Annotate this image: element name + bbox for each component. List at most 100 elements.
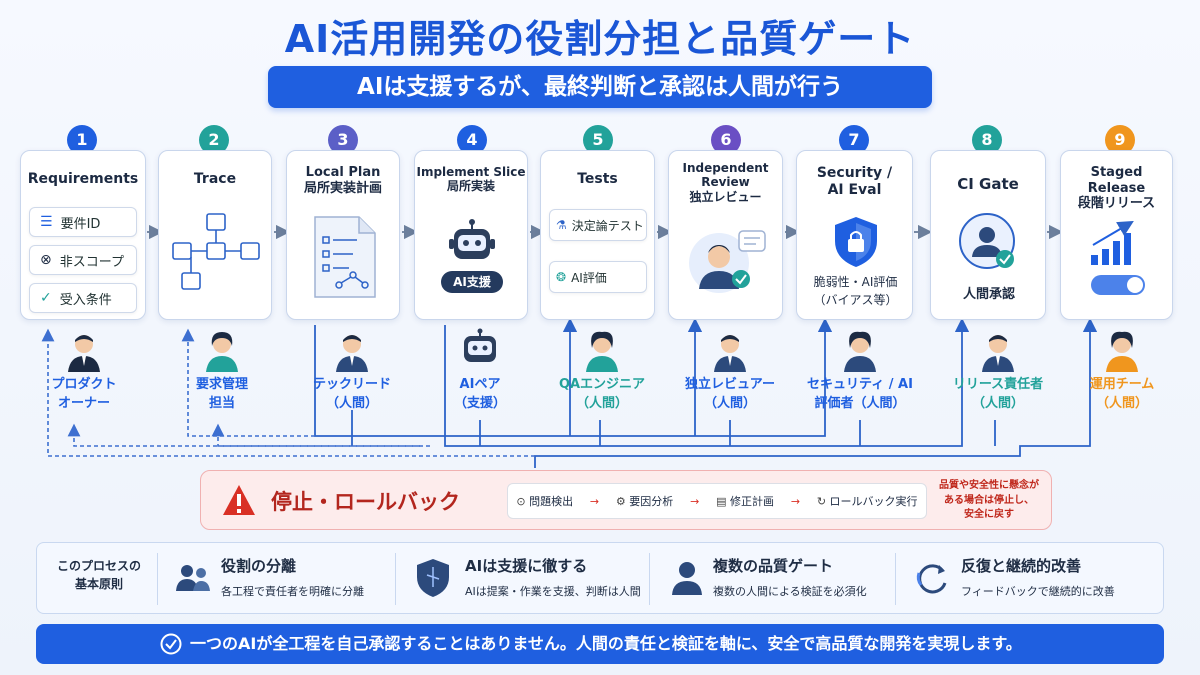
principle-description: 複数の人間による検証を必須化 xyxy=(713,585,867,598)
divider xyxy=(395,553,396,605)
human-approval-icon xyxy=(959,213,1015,269)
footer-text: 一つのAIが全工程を自己承認することはありません。人間の責任と検証を軸に、安全で… xyxy=(190,634,1022,653)
principles-panel: このプロセスの 基本原則 役割の分離 各工程で責任者を明確に分離 AIは支援に徹… xyxy=(36,542,1164,614)
robot-icon xyxy=(449,219,495,259)
analysis-icon: ⚙ xyxy=(615,495,626,508)
arrow-right-icon: → xyxy=(589,494,600,508)
card-title: Staged Release 段階リリース xyxy=(1077,165,1156,212)
person-icon xyxy=(844,331,876,372)
principle-title: 複数の品質ゲート xyxy=(713,557,834,575)
card-tests: Tests ⚗ 決定論テスト ❂ AI評価 xyxy=(540,150,655,320)
subtitle-banner: AIは支援するが、最終判断と承認は人間が行う xyxy=(268,66,932,108)
people-icon xyxy=(176,565,210,591)
flow-step: ⊙ 問題検出 xyxy=(516,495,574,508)
requirement-item: ⊗ 非スコープ xyxy=(29,245,137,275)
role-label-qa-engineer: QAエンジニア （人間） xyxy=(558,377,646,411)
stop-rollback-title: 停止・ロールバック xyxy=(271,490,460,514)
card-security-ai-eval: Security / AI Eval 脆弱性・AI評価 （バイアス等） xyxy=(796,150,913,320)
arrow-right-icon: → xyxy=(790,494,801,508)
principles-label: このプロセスの 基本原則 xyxy=(56,559,141,591)
trace-graph-icon xyxy=(172,213,260,290)
arrow-right-icon: → xyxy=(690,494,700,508)
card-title: Implement Slice 局所実装 xyxy=(416,165,526,194)
list-icon: ☰ xyxy=(40,214,53,230)
principle-title: 反復と継続的改善 xyxy=(961,557,1082,575)
security-evaluator-avatar xyxy=(838,328,882,376)
qa-engineer-avatar xyxy=(580,328,624,376)
person-icon xyxy=(206,332,238,372)
shield-icon xyxy=(417,559,449,597)
role-label-operations-team: 運用チーム （人間） xyxy=(1089,377,1155,411)
release-chart-icon xyxy=(1091,221,1145,295)
operations-team-avatar xyxy=(1100,328,1144,376)
stop-rollback-panel: 停止・ロールバック ⊙ 問題検出 → ⚙ 要因分析 → ▤ 修正計画 → ↻ ロ… xyxy=(200,470,1052,530)
principle-description: 各工程で責任者を明確に分離 xyxy=(221,585,364,598)
card-title: Trace xyxy=(193,171,237,187)
test-item: ❂ AI評価 xyxy=(549,261,647,293)
card-implement-slice: Implement Slice 局所実装 AI支援 xyxy=(414,150,528,320)
divider xyxy=(649,553,650,605)
feedback-line xyxy=(444,317,970,447)
cross-circle-icon: ⊗ xyxy=(40,252,52,268)
card-ci-gate: CI Gate 人間承認 xyxy=(930,150,1046,320)
flow-step: ▤ 修正計画 xyxy=(716,495,775,508)
role-label-product-owner: プロダクト オーナー xyxy=(51,377,117,411)
principle-description: AIは提案・作業を支援、判断は人間 xyxy=(465,585,641,598)
flow-step: ⚙ 要因分析 xyxy=(615,495,674,508)
ci-gate-label: 人間承認 xyxy=(962,287,1015,302)
card-independent-review: Independent Review 独立レビュー xyxy=(668,150,783,320)
card-local-plan: Local Plan 局所実装計画 xyxy=(286,150,400,320)
person-icon xyxy=(68,335,100,372)
shield-lock-icon xyxy=(835,217,877,267)
principle-description: フィードバックで継続的に改善 xyxy=(961,585,1115,598)
rollback-flow: ⊙ 問題検出 → ⚙ 要因分析 → ▤ 修正計画 → ↻ ロールバック実行 xyxy=(507,483,927,519)
role-label-release-manager: リリース責任者 （人間） xyxy=(952,377,1044,411)
robot-icon xyxy=(464,328,496,362)
role-label-ai-pair: AIペア （支援） xyxy=(453,377,506,411)
flow-step: ↻ ロールバック実行 xyxy=(816,495,918,508)
card-staged-release: Staged Release 段階リリース xyxy=(1060,150,1173,320)
release-manager-avatar xyxy=(976,328,1020,376)
role-label-requirements-manager: 要求管理 担当 xyxy=(195,377,248,411)
person-icon xyxy=(586,331,618,372)
document-icon: ▤ xyxy=(716,495,727,508)
brain-icon: ❂ xyxy=(556,270,567,284)
footer-banner: 一つのAIが全工程を自己承認することはありません。人間の責任と検証を軸に、安全で… xyxy=(36,624,1164,664)
divider xyxy=(157,553,158,605)
product-owner-avatar xyxy=(62,328,106,376)
warning-icon xyxy=(223,485,255,515)
role-label-tech-lead: テックリード （人間） xyxy=(312,377,391,411)
stop-note: 品質や安全性に懸念が ある場合は停止し、 安全に戻す xyxy=(939,480,1039,520)
card-trace: Trace xyxy=(158,150,272,320)
document-plan-icon xyxy=(314,216,376,298)
reviewer-icon xyxy=(689,230,766,293)
detect-icon: ⊙ xyxy=(516,495,526,508)
card-requirements: Requirements ☰ 要件ID ⊗ 非スコープ ✓ 受入条件 xyxy=(20,150,146,320)
requirements-manager-avatar xyxy=(200,328,244,376)
card-title: Local Plan 局所実装計画 xyxy=(303,165,382,196)
person-icon xyxy=(714,335,746,372)
ai-pair-avatar xyxy=(458,328,502,376)
check-circle-icon xyxy=(160,633,182,655)
requirement-item: ☰ 要件ID xyxy=(29,207,137,237)
card-title: Tests xyxy=(577,171,618,187)
person-icon xyxy=(1106,331,1138,372)
check-circle-icon: ✓ xyxy=(40,290,52,306)
card-title: Security / AI Eval xyxy=(816,165,893,198)
cycle-icon xyxy=(916,564,947,594)
card-title: CI Gate xyxy=(957,175,1019,193)
card-title: Requirements xyxy=(27,171,139,187)
security-description: 脆弱性・AI評価 （バイアス等） xyxy=(813,275,898,307)
person-icon xyxy=(336,335,368,372)
requirement-item: ✓ 受入条件 xyxy=(29,283,137,313)
person-icon xyxy=(982,335,1014,372)
rollback-icon: ↻ xyxy=(816,495,827,508)
divider xyxy=(895,553,896,605)
principle-title: AIは支援に徹する xyxy=(465,557,588,575)
page-title: AI活用開発の役割分担と品質ゲート xyxy=(284,17,916,61)
independent-reviewer-avatar xyxy=(708,328,752,376)
ai-support-badge: AI支援 xyxy=(441,271,503,293)
role-label-independent-reviewer: 独立レビュアー （人間） xyxy=(685,377,775,411)
person-icon xyxy=(672,562,702,595)
